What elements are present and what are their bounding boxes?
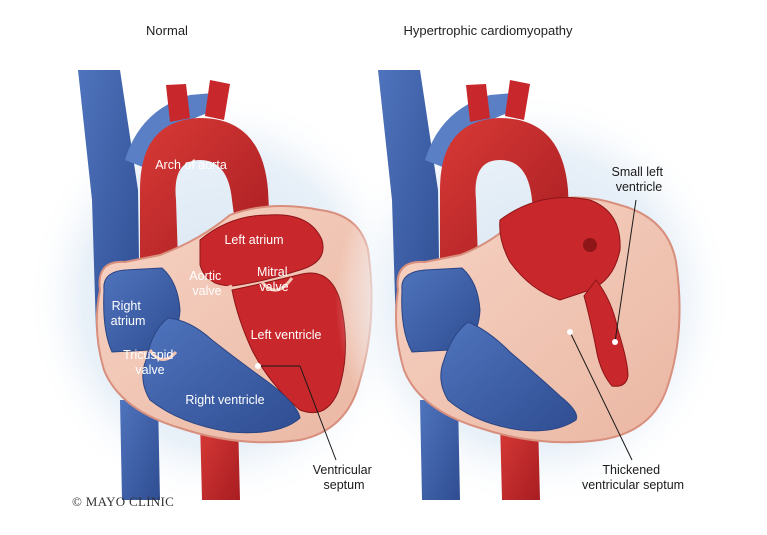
normal-heart [25,70,415,510]
label-tricuspid-valve-line2: valve [135,363,164,377]
label-mitral-valve-line2: valve [259,280,288,294]
hcm-heart [335,70,735,510]
small-lv-pointer [614,199,637,343]
label-mitral-valve: Mitral valve [257,265,291,294]
aortic-valve-shape [206,278,233,290]
normal-septum-pointer-2 [299,365,337,461]
thickened-septum-dot [567,329,573,335]
hcm-inferior-vena-cava [420,400,460,500]
thickened-septum-pointer [569,331,633,461]
heading-hcm: Hypertrophic cardiomyopathy [403,23,573,38]
label-ventricular-septum-line1: Ventricular [313,463,372,477]
right-ventricle [142,317,301,434]
aorta-top-branches [166,80,230,122]
label-ventricular-septum-line2: septum [324,478,365,492]
mitral-valve-shape [260,277,294,292]
label-aortic-valve: Aortic valve [189,269,224,298]
label-arch-of-aorta: Arch of aorta [155,158,227,172]
label-aortic-valve-line2: valve [192,284,221,298]
hcm-right-ventricle [440,321,578,432]
normal-septum-dot [255,363,261,369]
label-left-ventricle: Left ventricle [251,328,322,342]
pulmonary-vein-opening [583,238,597,252]
hcm-left-atrium [499,197,621,301]
label-thickened-septum-line1: Thickened [602,463,660,477]
label-small-left-ventricle: Small left ventricle [612,165,667,194]
copyright-mayo-clinic: © MAYO CLINIC [72,494,174,509]
small-lv-dot [612,339,618,345]
left-atrium [199,214,324,287]
label-right-atrium-line2: atrium [111,314,146,328]
label-right-atrium-line1: Right [112,299,142,313]
label-ventricular-septum: Ventricular septum [313,463,376,492]
heading-normal: Normal [146,23,188,38]
label-thickened-septum-line2: ventricular septum [582,478,684,492]
label-right-ventricle: Right ventricle [185,393,264,407]
label-tricuspid-valve-line1: Tricuspid [123,348,173,362]
left-ventricle [231,272,346,414]
label-small-left-ventricle-line1: Small left [612,165,664,179]
label-aortic-valve-line1: Aortic [189,269,221,283]
label-left-atrium: Left atrium [224,233,283,247]
label-right-atrium: Right atrium [111,299,146,328]
label-small-left-ventricle-line2: ventricle [616,180,663,194]
label-tricuspid-valve: Tricuspid valve [123,348,177,377]
inferior-vena-cava [120,400,160,500]
hcm-aorta-top-branches [466,80,530,122]
label-mitral-valve-line1: Mitral [257,265,288,279]
label-thickened-septum: Thickened ventricular septum [582,463,684,492]
tricuspid-valve-shape [148,349,178,361]
